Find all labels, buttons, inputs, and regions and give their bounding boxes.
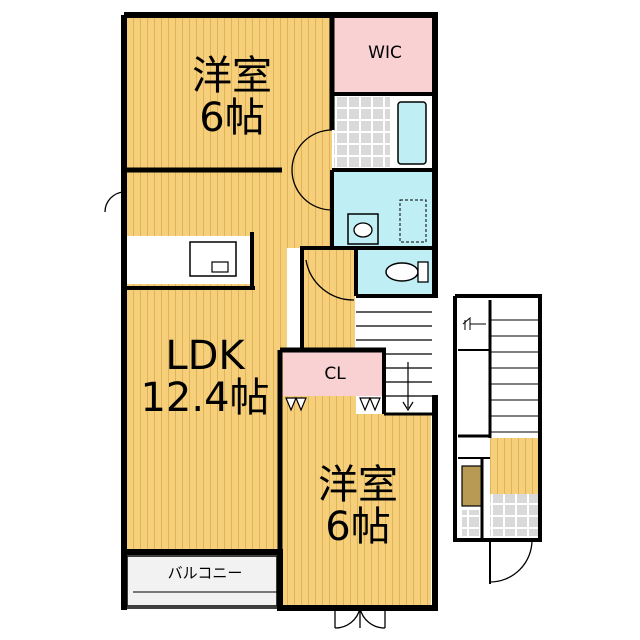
western-room-south-floor xyxy=(283,395,431,605)
toilet-tank xyxy=(417,261,429,283)
ldk-size: 12.4帖 xyxy=(140,375,270,421)
western-room-south-size: 6帖 xyxy=(325,504,391,550)
balcony-rail xyxy=(121,558,280,609)
western-room-north-size: 6帖 xyxy=(199,95,265,141)
closet-area xyxy=(283,350,383,396)
balcony-area xyxy=(126,555,278,607)
exterior-stair xyxy=(453,294,542,584)
western-room-north-floor xyxy=(127,18,332,170)
toilet-icon xyxy=(385,262,419,282)
wic-label: WIC xyxy=(350,43,420,63)
ldk-label: LDK 12.4帖 xyxy=(135,335,275,419)
bathtub-icon xyxy=(397,101,427,165)
entrance-door xyxy=(334,607,386,629)
kitchen-sink-basin xyxy=(211,261,229,273)
corridor-floor xyxy=(300,248,355,348)
washbasin-bowl xyxy=(353,222,373,238)
western-room-south-label: 洋室 6帖 xyxy=(303,464,413,548)
balcony-label: バルコニー xyxy=(150,564,260,582)
door-swings xyxy=(104,129,355,301)
washing-machine-icon xyxy=(399,199,427,243)
western-room-south-name: 洋室 xyxy=(318,462,398,508)
stair-treads xyxy=(356,311,432,412)
western-room-north-label: 洋室 6帖 xyxy=(177,55,287,139)
closet-label: CL xyxy=(305,364,365,384)
western-room-north-name: 洋室 xyxy=(192,53,272,99)
bath-tiles xyxy=(334,96,390,170)
closet-name: CL xyxy=(324,364,346,384)
wic-area xyxy=(334,18,432,94)
ldk-floor xyxy=(127,170,287,550)
outer-walls xyxy=(121,12,438,611)
closet-doors xyxy=(285,397,381,412)
ldk-name: LDK xyxy=(165,333,245,379)
wic-name: WIC xyxy=(368,43,402,63)
inner-walls xyxy=(124,15,435,552)
balcony-name: バルコニー xyxy=(167,564,243,582)
